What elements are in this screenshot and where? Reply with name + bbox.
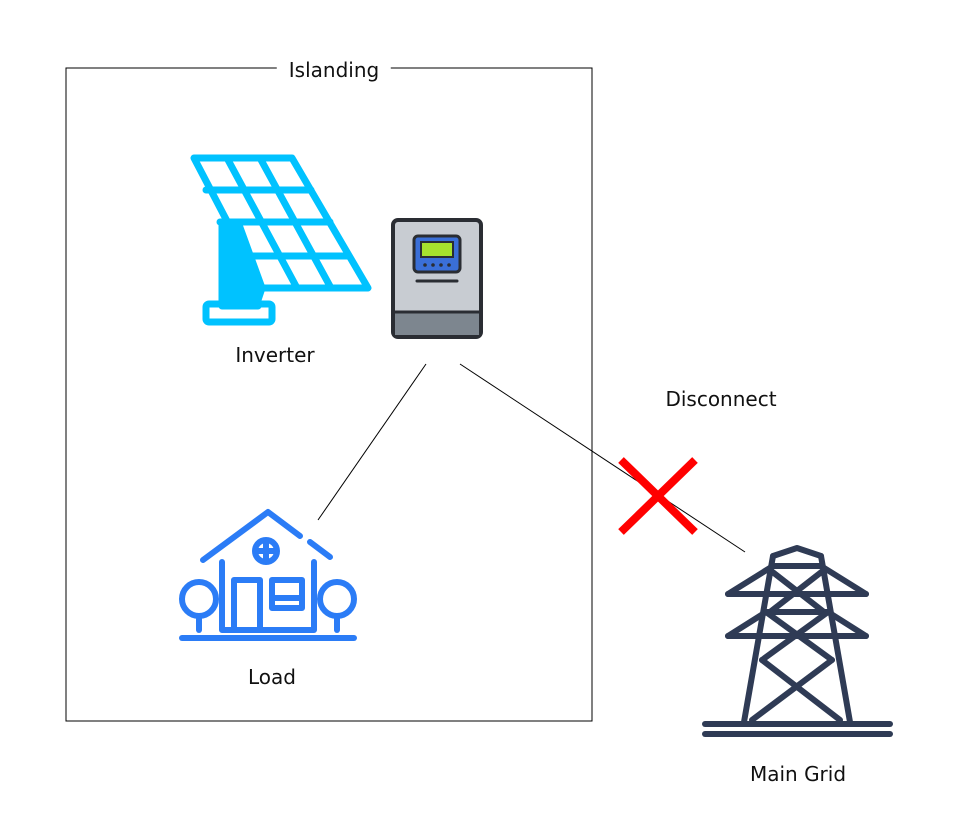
islanding-boundary xyxy=(65,67,593,722)
inverter-label: Inverter xyxy=(235,343,315,367)
islanding-label: Islanding xyxy=(276,58,392,82)
solar-panel-icon xyxy=(190,154,372,326)
house-icon xyxy=(179,509,357,641)
disconnect-label: Disconnect xyxy=(665,387,777,411)
power-tower-icon xyxy=(702,545,893,737)
inverter-grid-connector xyxy=(459,363,746,553)
inverter-icon xyxy=(391,218,483,339)
cross-icon xyxy=(618,457,698,535)
main-grid-label: Main Grid xyxy=(749,762,847,786)
load-label: Load xyxy=(248,665,296,689)
inverter-load-connector xyxy=(317,363,427,521)
